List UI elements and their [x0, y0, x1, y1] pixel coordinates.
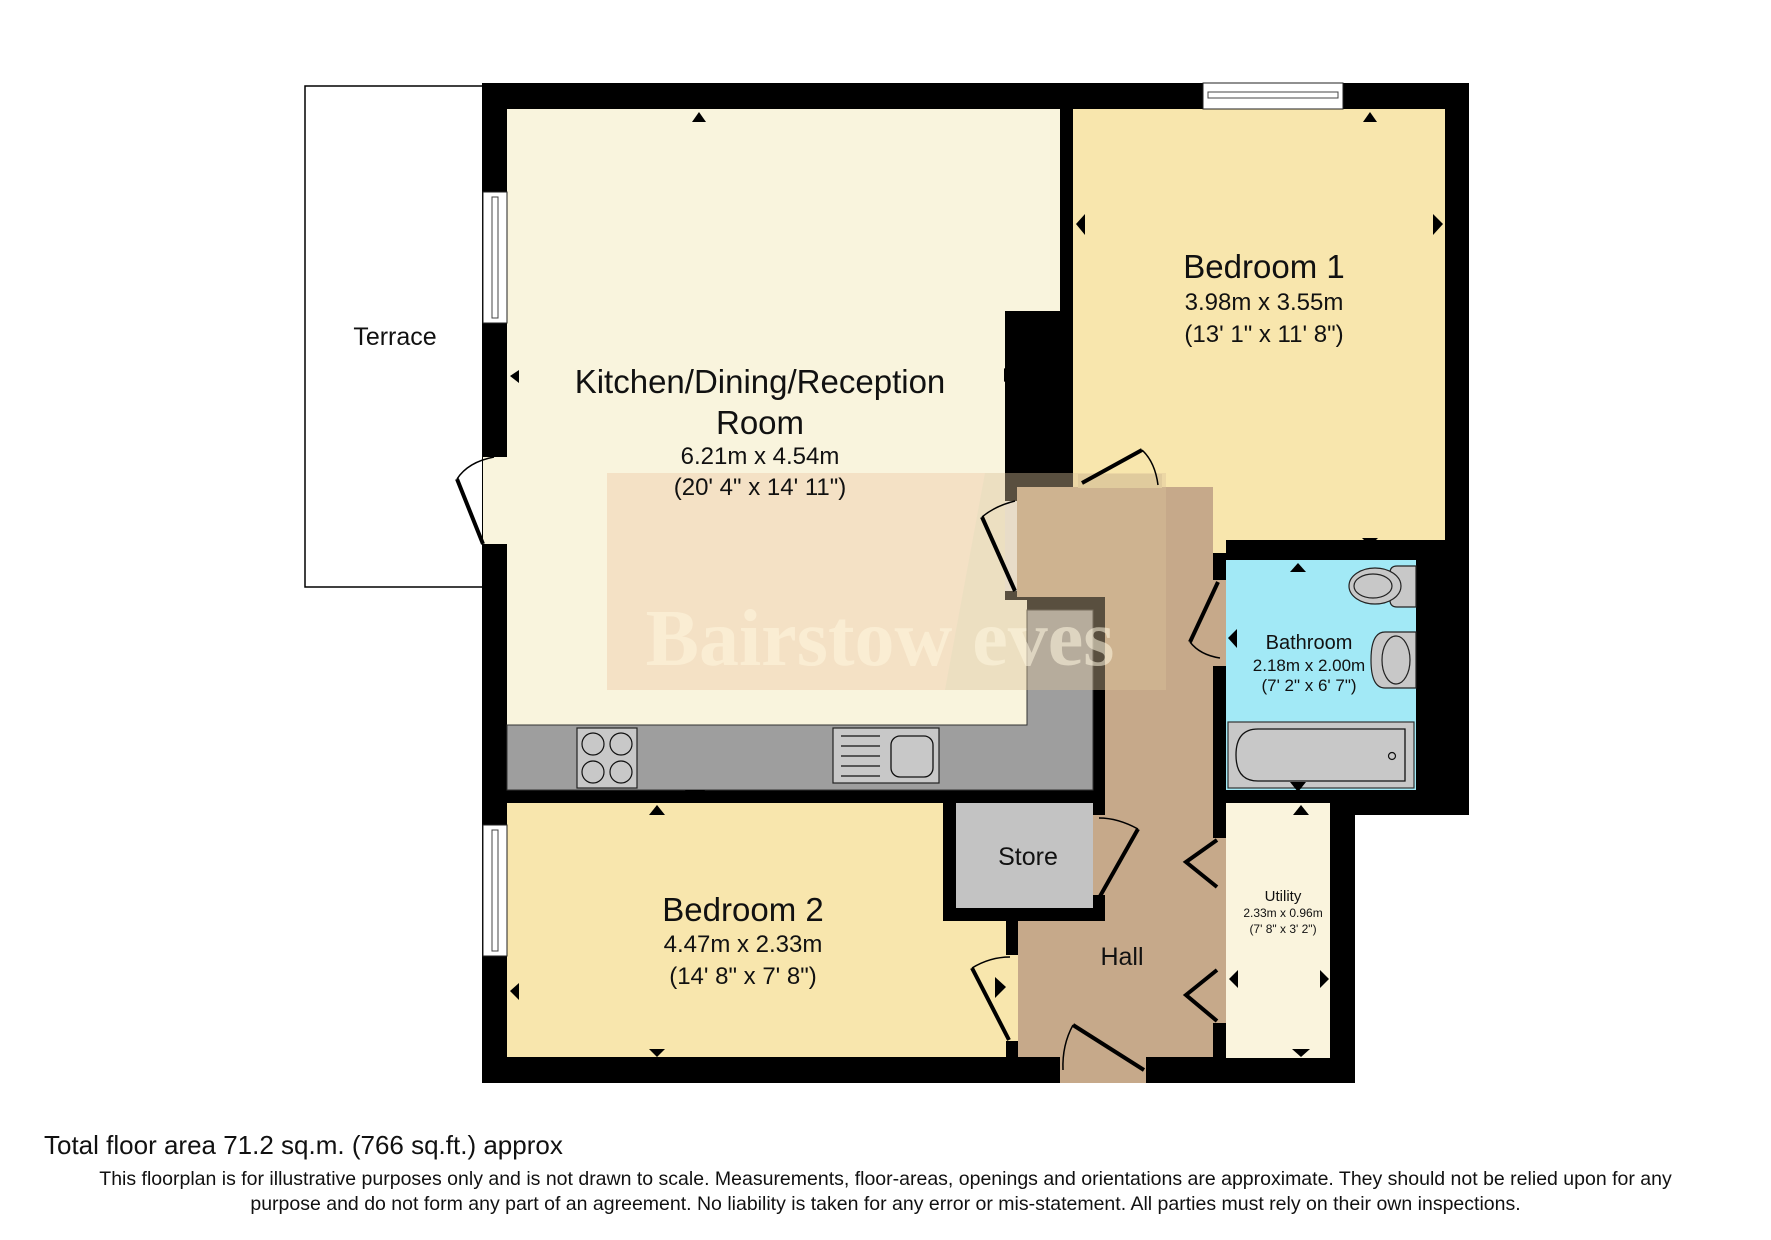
watermark-text: Bairstow eves: [646, 595, 1115, 683]
basin-icon: [1370, 631, 1417, 689]
label-kitchen-name: Kitchen/Dining/Reception: [574, 363, 946, 400]
door-swings: [455, 448, 1221, 1072]
bedroom1-doorway: [1078, 474, 1162, 488]
disclaimer-line-2: purpose and do not form any part of an a…: [250, 1193, 1521, 1215]
room-store: [956, 803, 1093, 908]
label-utility-imperial: (7' 8" x 3' 2"): [1249, 922, 1317, 936]
bedroom2-door-gap: [1006, 955, 1018, 1041]
door-terrace: [455, 478, 485, 545]
label-bedroom2-metric: 4.47m x 2.33m: [663, 931, 823, 958]
door-kitchen: [980, 516, 1017, 592]
terrace-door-gap: [483, 457, 507, 544]
exterior-void: [1355, 815, 1471, 1085]
hob-icon: [576, 727, 638, 789]
bath-icon: [1227, 721, 1415, 789]
disclaimer-line-1: This floorplan is for illustrative purpo…: [99, 1168, 1672, 1190]
door-utility-top: [1182, 838, 1219, 889]
window-bedroom-1: [1202, 82, 1344, 110]
window-bedroom-2: [482, 824, 508, 957]
disclaimer: This floorplan is for illustrative purpo…: [0, 1167, 1771, 1217]
room-bedroom-1: [1073, 109, 1445, 553]
door-bathroom: [1188, 581, 1220, 643]
watermark-slash: [945, 473, 1166, 690]
store-door-gap: [1093, 815, 1105, 895]
label-store: Store: [998, 843, 1058, 871]
utility-door-gap: [1213, 838, 1226, 1023]
door-entrance: [1071, 1023, 1146, 1072]
door-store: [1097, 828, 1140, 899]
label-kitchen-name-line2: Room: [715, 404, 805, 441]
label-bathroom-metric: 2.18m x 2.00m: [1252, 656, 1366, 675]
door-bedroom-2: [970, 967, 1011, 1041]
terrace-area: [304, 85, 484, 588]
toilet-icon: [1348, 565, 1417, 608]
room-bedroom-2: [507, 803, 943, 1057]
kitchen-hall-door-gap: [1005, 501, 1017, 591]
room-hall: [1017, 487, 1213, 1057]
label-bedroom1-name: Bedroom 1: [1183, 248, 1345, 285]
label-utility-name: Utility: [1264, 888, 1302, 905]
window-kitchen: [482, 191, 508, 324]
door-utility-bottom: [1182, 968, 1219, 1023]
dimension-markers: [510, 112, 1443, 1057]
label-bathroom-imperial: (7' 2" x 6' 7"): [1261, 676, 1357, 695]
label-utility-metric: 2.33m x 0.96m: [1243, 906, 1323, 920]
room-utility: [1226, 803, 1330, 1058]
watermark-box: [607, 473, 1166, 690]
label-bedroom1-imperial: (13' 1" x 11' 8"): [1184, 321, 1344, 348]
label-kitchen-imperial: (20' 4" x 14' 11"): [673, 474, 847, 501]
label-kitchen-metric: 6.21m x 4.54m: [680, 443, 840, 470]
bathroom-door-gap: [1213, 580, 1226, 666]
label-bedroom1-metric: 3.98m x 3.55m: [1184, 289, 1344, 316]
door-bedroom-1: [1081, 448, 1143, 485]
sink-icon: [832, 727, 940, 784]
label-bedroom2-imperial: (14' 8" x 7' 8"): [669, 963, 817, 990]
room-kitchen: [507, 109, 1060, 725]
label-hall: Hall: [1100, 943, 1144, 971]
label-bedroom2-name: Bedroom 2: [662, 891, 824, 928]
total-floor-area: Total floor area 71.2 sq.m. (766 sq.ft.)…: [44, 1130, 563, 1160]
label-bathroom-name: Bathroom: [1265, 632, 1353, 654]
label-terrace: Terrace: [353, 323, 437, 351]
kitchen-counter: [506, 609, 1094, 791]
